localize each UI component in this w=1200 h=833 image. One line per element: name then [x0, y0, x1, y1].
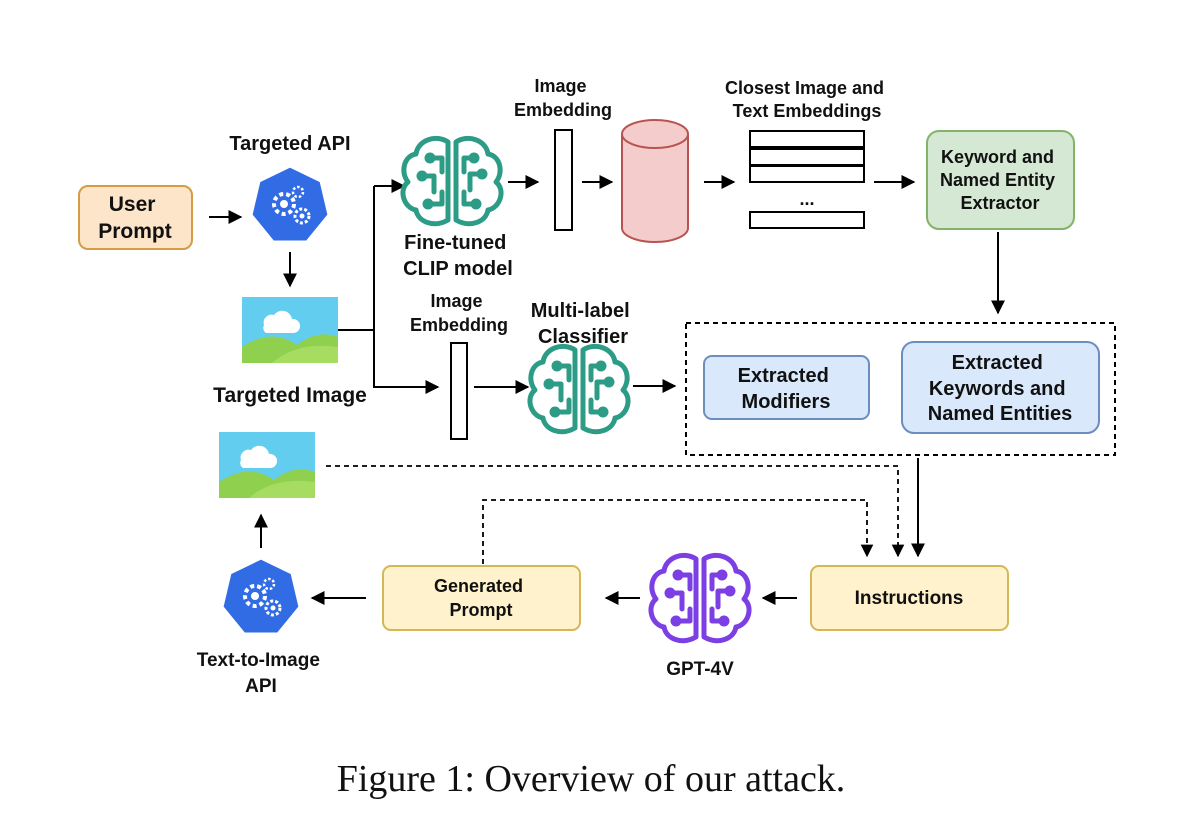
- brain-network-icon: [651, 555, 749, 640]
- svg-text:Extracted Modifiers: Extracted Modifiers: [738, 365, 835, 413]
- gpt4v-label: GPT-4V: [666, 659, 734, 680]
- t2i-label-line-1: Text-to-Image: [197, 650, 320, 671]
- user-prompt-line-1: User: [109, 193, 156, 216]
- svg-text:Image Embedding: Image Embedding: [514, 76, 612, 120]
- brain-network-icon: [403, 138, 501, 223]
- svg-text:User Prompt: User Prompt: [98, 193, 172, 243]
- keyword-extractor-box: [926, 130, 1075, 230]
- svg-text:Fine-tuned CLIP model: Fine-tuned CLIP model: [403, 232, 513, 280]
- instructions-label: Instructions: [855, 588, 964, 609]
- kubernetes-api-icon: [220, 556, 302, 636]
- targeted-api-label: Targeted API: [229, 133, 350, 155]
- embedding-vector-bottom: [450, 342, 468, 440]
- t2i-label-line-2: API: [245, 676, 277, 697]
- extracted-features-group: [685, 322, 1116, 456]
- arrow-to-bottom-embedding: [373, 330, 440, 394]
- keywords-line-2: Keywords and: [929, 378, 1066, 400]
- keywords-line-1: Extracted: [952, 352, 1043, 374]
- embedding-row: [749, 165, 865, 183]
- clip-label-line-2: CLIP model: [403, 258, 513, 280]
- dashed-image-to-instructions: [326, 465, 905, 558]
- svg-text:Generated Prompt: Generated Prompt: [434, 576, 528, 620]
- figure-caption: Figure 1: Overview of our attack.: [337, 758, 846, 800]
- generated-prompt-line-2: Prompt: [450, 600, 513, 620]
- dashed-prompt-to-instructions: [482, 499, 874, 564]
- ellipsis-label: ...: [799, 189, 814, 209]
- extracted-keywords-box: [901, 341, 1100, 434]
- extractor-line-3: Extractor: [960, 193, 1039, 213]
- closest-embedding-stack: [749, 130, 865, 229]
- image-placeholder-icon: [219, 432, 315, 498]
- embedding-top-line-1: Image: [534, 76, 586, 96]
- svg-text:Keyword and Named Entity: Keyword and Named Entity Extractor: [940, 147, 1060, 213]
- embedding-row: [749, 130, 865, 148]
- embedding-bottom-line-2: Embedding: [410, 315, 508, 335]
- targeted-image-label: Targeted Image: [213, 384, 367, 407]
- branch-connector: [338, 186, 375, 331]
- user-prompt-box: [78, 185, 193, 250]
- embedding-top-line-2: Embedding: [514, 100, 612, 120]
- brain-network-icon: [530, 346, 628, 431]
- modifiers-line-2: Modifiers: [742, 391, 831, 413]
- database-cylinder-icon: [621, 119, 689, 243]
- extracted-modifiers-box: [703, 355, 870, 420]
- embedding-row: [749, 148, 865, 166]
- extractor-line-2: Named Entity: [940, 170, 1055, 190]
- embedding-bottom-line-1: Image: [430, 291, 482, 311]
- modifiers-line-1: Extracted: [738, 365, 829, 387]
- classifier-line-2: Classifier: [538, 326, 628, 348]
- kubernetes-api-icon: [249, 164, 331, 244]
- svg-text:Image Embedding: Image Embedding: [410, 291, 508, 335]
- image-placeholder-icon: [242, 297, 338, 363]
- embedding-vector-top: [554, 129, 573, 231]
- svg-text:Extracted Keywords and: Extracted Keywords and Named Entities: [928, 352, 1072, 425]
- generated-prompt-line-1: Generated: [434, 576, 523, 596]
- classifier-line-1: Multi-label: [531, 300, 630, 322]
- closest-line-1: Closest Image and: [725, 78, 884, 98]
- keywords-line-3: Named Entities: [928, 403, 1072, 425]
- svg-text:Text-to-Image API: Text-to-Image API: [197, 650, 325, 697]
- user-prompt-line-2: Prompt: [98, 220, 172, 243]
- closest-line-2: Text Embeddings: [733, 101, 882, 121]
- clip-label-line-1: Fine-tuned: [404, 232, 506, 254]
- extractor-line-1: Keyword and: [941, 147, 1054, 167]
- svg-text:Multi-label Classifier: Multi-label Classifier: [531, 300, 635, 348]
- generated-prompt-box: [382, 565, 581, 631]
- embedding-row: [749, 211, 865, 229]
- instructions-box: [810, 565, 1009, 631]
- svg-text:Closest Image and Text Emb: Closest Image and Text Embeddings: [725, 78, 889, 121]
